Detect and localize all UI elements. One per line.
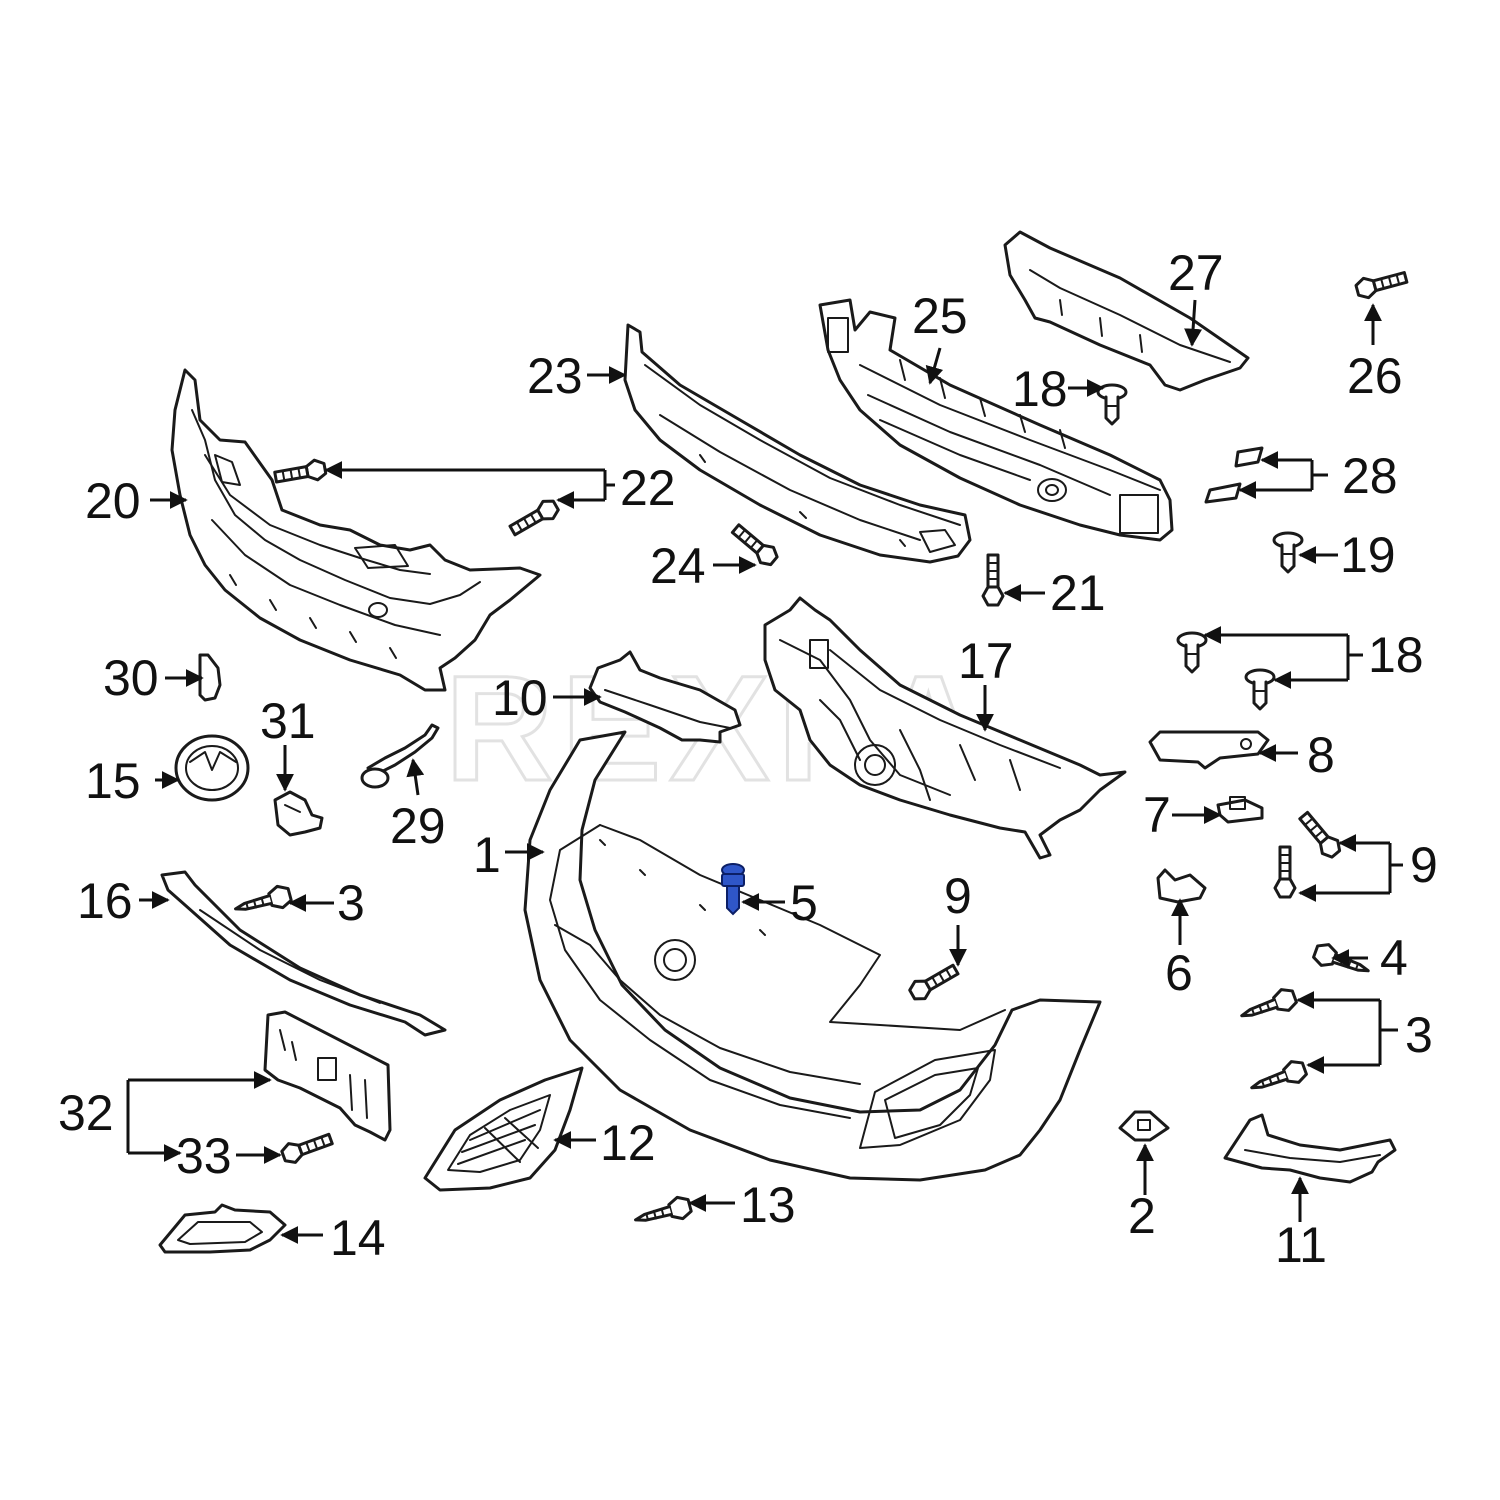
upper-bracket-27: [1003, 230, 1250, 392]
callout-3-right: 3: [1405, 1007, 1433, 1063]
callout-13: 13: [740, 1177, 796, 1233]
bolt-9-center: [905, 959, 963, 1005]
lower-molding-16: [160, 870, 447, 1037]
grille-frame-17: [763, 596, 1127, 860]
callout-24: 24: [650, 538, 706, 594]
clip-19: [1272, 531, 1304, 574]
callout-14: 14: [330, 1210, 386, 1266]
upper-support-20: [170, 368, 542, 692]
energy-absorber-25: [818, 298, 1174, 542]
bracket-10: [588, 650, 742, 744]
fog-lamp-grille-12: [423, 1066, 584, 1192]
highlighted-clip-5: [721, 863, 745, 916]
sensor-31: [273, 790, 324, 837]
tape-28: [1204, 446, 1264, 504]
callout-2: 2: [1128, 1188, 1156, 1244]
callout-16: 16: [77, 873, 133, 929]
bolt-22-upper: [272, 457, 329, 489]
license-bracket-32: [263, 1010, 392, 1142]
callout-26: 26: [1347, 348, 1403, 404]
callout-33: 33: [176, 1128, 232, 1184]
bolt-9-upper: [1294, 807, 1345, 862]
callout-19: 19: [1340, 527, 1396, 583]
callout-7: 7: [1143, 787, 1171, 843]
fog-lamp-bezel-14: [158, 1203, 287, 1254]
bolt-26: [1353, 266, 1410, 302]
screw-4: [1310, 939, 1374, 983]
clip-18-top: [1096, 383, 1128, 426]
clip-18-left: [1176, 631, 1208, 674]
callout-30: 30: [103, 650, 159, 706]
leader-lines: [126, 299, 1403, 1244]
callout-25: 25: [912, 288, 968, 344]
callout-9-right: 9: [1410, 837, 1438, 893]
callout-22: 22: [620, 460, 676, 516]
callout-8: 8: [1307, 727, 1335, 783]
clip-18-right: [1244, 668, 1276, 711]
callout-17: 17: [958, 633, 1014, 689]
callout-18-top: 18: [1012, 361, 1068, 417]
callout-10: 10: [492, 670, 548, 726]
callout-23: 23: [527, 348, 583, 404]
callout-11: 11: [1275, 1217, 1327, 1273]
cap-30: [198, 653, 222, 702]
screw-13: [631, 1193, 695, 1233]
callout-1: 1: [473, 827, 501, 883]
callout-27: 27: [1168, 245, 1224, 301]
bolt-24: [727, 519, 782, 570]
bolt-22-lower: [505, 495, 563, 541]
callout-5: 5: [790, 875, 818, 931]
retainer-6: [1156, 868, 1207, 904]
tow-hook-29: [360, 723, 440, 789]
callout-12: 12: [600, 1115, 656, 1171]
callout-28: 28: [1342, 448, 1398, 504]
callout-20: 20: [85, 473, 141, 529]
bracket-8: [1148, 730, 1270, 770]
callout-3-left: 3: [337, 875, 365, 931]
callout-21: 21: [1050, 565, 1106, 621]
screw-3-lower: [1246, 1056, 1310, 1100]
nut-2: [1118, 1110, 1170, 1142]
callout-15: 15: [85, 753, 141, 809]
bolt-9-lower: [1273, 845, 1297, 899]
callout-18-right: 18: [1368, 627, 1424, 683]
clip-7: [1216, 796, 1264, 824]
callout-4: 4: [1380, 930, 1408, 986]
screw-3-upper: [1236, 984, 1300, 1028]
callout-31: 31: [260, 693, 316, 749]
bumper-cover-1: [523, 730, 1102, 1182]
callout-32: 32: [58, 1085, 114, 1141]
screw-3-left: [231, 882, 295, 922]
emblem-15: [174, 734, 250, 802]
callout-9-center: 9: [944, 868, 972, 924]
bolt-33: [278, 1128, 336, 1167]
callout-labels: 1 2 3 3 4 5 6 7 8 9 9 10 11 12 13 14 15 …: [58, 245, 1438, 1273]
lower-side-bracket-11: [1223, 1113, 1397, 1184]
callout-6: 6: [1165, 945, 1193, 1001]
callout-29: 29: [390, 798, 446, 854]
bolt-21: [981, 553, 1005, 607]
reinforcement-bar-23: [623, 323, 972, 564]
